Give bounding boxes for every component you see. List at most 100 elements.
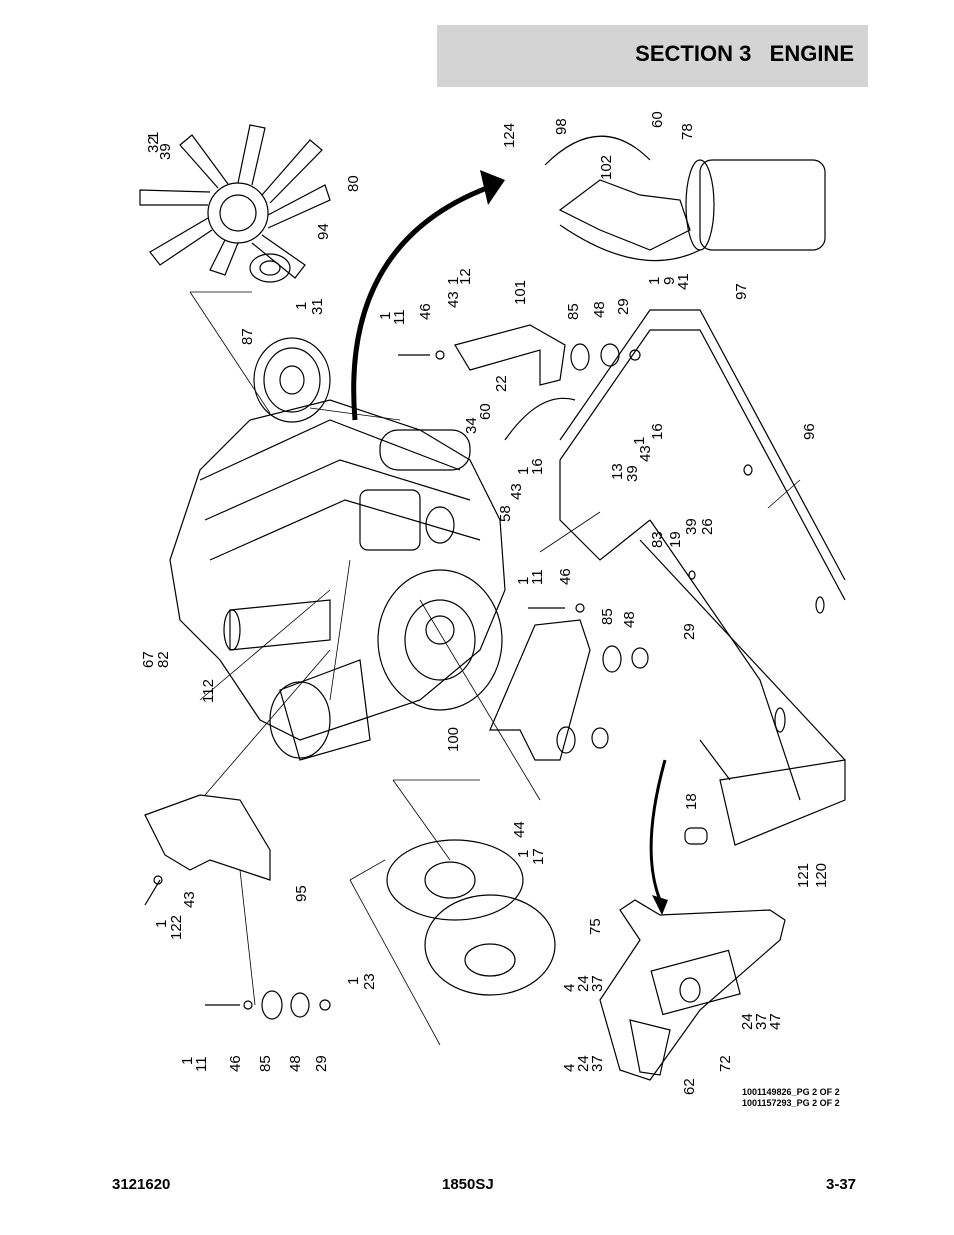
callout: 46 — [417, 303, 434, 320]
callout: 12 — [457, 268, 474, 285]
callout: 82 — [155, 651, 172, 668]
callout: 96 — [801, 423, 818, 440]
callout: 85 — [257, 1055, 274, 1072]
callout: 1 — [179, 1057, 196, 1065]
callout: 43 — [637, 445, 654, 462]
callout: 1 — [345, 977, 362, 985]
callout: 83 — [649, 531, 666, 548]
callout: 48 — [287, 1055, 304, 1072]
callout: 34 — [463, 417, 480, 434]
callout: 41 — [675, 273, 692, 290]
footer-model: 1850SJ — [442, 1176, 494, 1193]
callout: 37 — [589, 1055, 606, 1072]
callout: 95 — [293, 885, 310, 902]
callout: 67 — [140, 651, 157, 668]
callout: 4 — [561, 984, 578, 992]
callout: 102 — [598, 155, 615, 180]
callout: 39 — [157, 143, 174, 160]
callout: 1 — [646, 277, 663, 285]
callout: 43 — [181, 891, 198, 908]
callout: 122 — [168, 915, 185, 940]
drawing-reference-notes: 1001149826_PG 2 OF 2 1001157293_PG 2 OF … — [742, 1087, 840, 1109]
footer-page-number: 3-37 — [826, 1176, 857, 1193]
callout: 16 — [529, 458, 546, 475]
callout: 112 — [200, 679, 217, 703]
callout: 94 — [315, 223, 332, 240]
callout: 29 — [681, 623, 698, 640]
callout: 80 — [345, 175, 362, 192]
callout: 13 — [609, 463, 626, 480]
callout: 72 — [717, 1055, 734, 1072]
callout: 17 — [530, 848, 547, 865]
callout: 37 — [753, 1013, 770, 1030]
section-title: SECTION 3 ENGINE — [635, 41, 854, 66]
callout: 1 — [515, 577, 532, 585]
callout: 43 — [508, 483, 525, 500]
callout: 11 — [529, 569, 546, 585]
callout: 48 — [591, 301, 608, 318]
callout: 1 — [293, 302, 310, 310]
callout: 24 — [575, 975, 592, 992]
callout: 100 — [445, 727, 462, 752]
callout: 39 — [683, 518, 700, 535]
callout: 44 — [511, 821, 528, 838]
callout: 1 — [515, 467, 532, 475]
pulley-illustration — [253, 337, 331, 423]
callout: 78 — [679, 123, 696, 140]
flexplate-illustration — [386, 839, 556, 996]
callout: 24 — [739, 1013, 756, 1030]
callout: 4 — [561, 1064, 578, 1072]
callout: 47 — [767, 1013, 784, 1030]
callout: 1 — [445, 277, 462, 285]
pump-illustration — [599, 899, 786, 1081]
arrow-to-filter — [351, 182, 496, 421]
callout: 58 — [497, 505, 514, 522]
callout: 37 — [589, 975, 606, 992]
callout: 39 — [624, 465, 641, 482]
callout: 120 — [813, 863, 830, 888]
callout: 98 — [553, 118, 570, 135]
callout: 31 — [309, 298, 326, 315]
callout: 32 — [145, 136, 162, 153]
callout: 121 — [795, 863, 812, 888]
bracket-100-illustration — [489, 603, 649, 761]
mount-block-18-illustration — [684, 827, 708, 845]
callout: 46 — [227, 1055, 244, 1072]
callout: 87 — [239, 328, 256, 345]
fan-illustration — [139, 124, 331, 283]
callout: 29 — [615, 298, 632, 315]
drawing-ref: 1001157293_PG 2 OF 2 — [742, 1098, 840, 1108]
callout: 26 — [699, 518, 716, 535]
callout: 62 — [681, 1078, 698, 1095]
callout: 16 — [649, 423, 666, 440]
callout: 43 — [445, 291, 462, 308]
callout: 24 — [575, 1055, 592, 1072]
callout: 1 — [153, 920, 170, 928]
callout: 29 — [313, 1055, 330, 1072]
callout: 1 — [631, 437, 648, 445]
callout: 1 — [377, 312, 394, 320]
engine-illustration — [169, 399, 506, 761]
leader-lines — [189, 291, 801, 1046]
footer-doc-number: 3121620 — [112, 1176, 171, 1193]
callout: 11 — [391, 309, 408, 325]
callout: 101 — [512, 280, 529, 305]
callout: 46 — [557, 568, 574, 585]
callout: 85 — [565, 303, 582, 320]
arrow-to-pump — [649, 759, 667, 901]
callout: 97 — [733, 283, 750, 300]
callout: 1 — [145, 132, 162, 140]
frame-illustration — [559, 309, 846, 846]
callout: 75 — [587, 918, 604, 935]
callout: 18 — [683, 793, 700, 810]
callout: 23 — [361, 973, 378, 990]
callout: 19 — [667, 531, 684, 548]
callout: 85 — [599, 608, 616, 625]
bracket-101-illustration — [398, 324, 641, 386]
callout: 22 — [493, 375, 510, 392]
hose-illustration — [504, 397, 576, 441]
callout: 1 — [515, 850, 532, 858]
callout: 9 — [661, 277, 678, 285]
callout: 48 — [621, 611, 638, 628]
